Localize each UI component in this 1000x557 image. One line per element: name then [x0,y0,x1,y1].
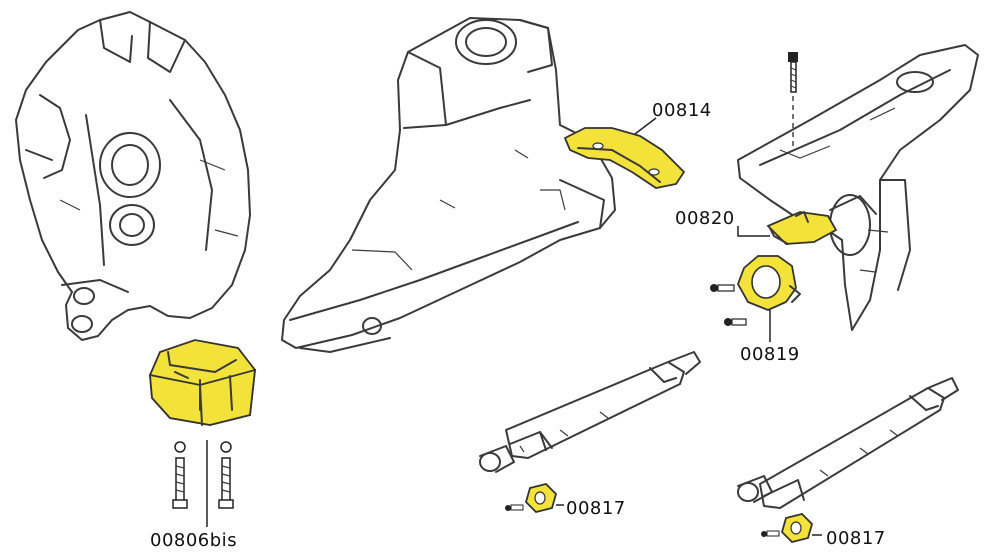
trim-cylinder-right [737,377,959,509]
anode-00817-left-shape [505,483,564,513]
label-00817-left: 00817 [566,498,626,519]
label-00819: 00819 [740,344,800,365]
anode-00814-shape [563,117,686,189]
gimbal-housing [15,11,251,341]
anode-00806bis-bolts [172,440,234,527]
label-00820: 00820 [675,208,735,229]
anode-00806bis-shape [148,339,257,426]
label-00817-right: 00817 [826,528,886,549]
gearcase-bolt [788,52,798,150]
anode-00819-screws [710,284,747,326]
trim-cylinder-left [479,351,701,473]
anode-00819-shape [737,255,801,342]
anode-00817-right-shape [761,513,822,543]
label-00814: 00814 [652,100,712,121]
label-00806bis: 00806bis [150,530,238,551]
anode-00820-shape [737,211,838,245]
bell-housing [281,17,616,353]
